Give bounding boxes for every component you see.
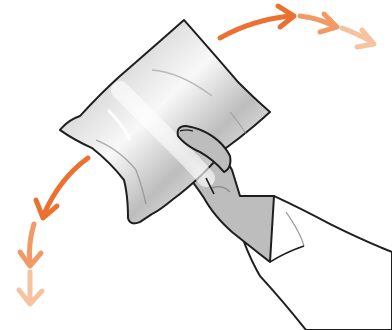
motion-arrows-down-icon (19, 158, 88, 304)
motion-arrows-right-icon (220, 6, 374, 47)
